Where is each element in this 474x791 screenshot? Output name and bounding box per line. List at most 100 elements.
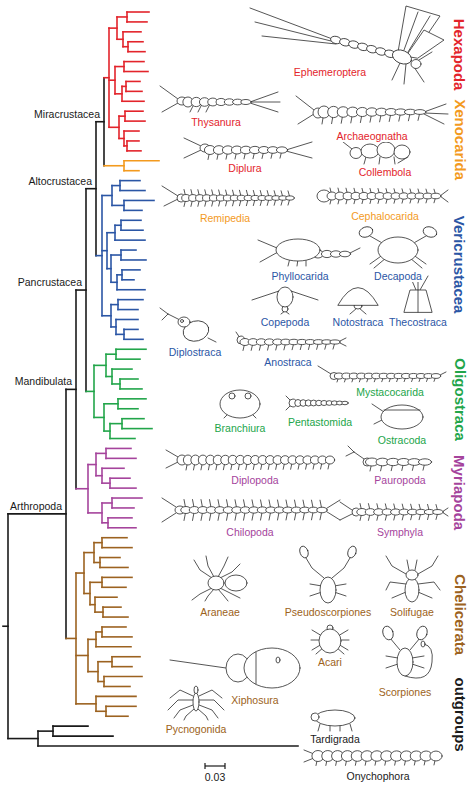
tardigrade-sketch: [311, 710, 355, 731]
tree-branch: [106, 376, 112, 378]
tree-branch: [95, 596, 117, 598]
tree-branch: [96, 710, 106, 712]
tree-branch: [84, 552, 94, 554]
tree-branch: [118, 408, 138, 410]
tree-branch: [94, 597, 96, 612]
label-slot: Scorpiones: [378, 686, 433, 698]
sketch-shape: [422, 225, 439, 239]
tree-branch: [127, 21, 147, 23]
tree-branch: [96, 121, 104, 123]
sketch-shape: [433, 510, 443, 515]
tree-branch: [88, 671, 98, 673]
sketch-line: [198, 709, 208, 720]
tree-branch: [105, 706, 107, 716]
notostracan-sketch: [338, 288, 378, 315]
tree-branch: [53, 725, 88, 727]
sketch-shape: [244, 648, 300, 688]
tree-branch: [76, 655, 88, 657]
spider-sketch: [192, 556, 247, 601]
tree-branch: [106, 458, 136, 460]
taxon-name: Pentastomida: [287, 416, 353, 428]
pauropod-sketch: [346, 446, 432, 471]
tree-branch: [109, 478, 111, 488]
taxon-name: Anostraca: [263, 356, 312, 368]
sketch-line: [162, 314, 168, 320]
label-slot: Collembola: [358, 166, 413, 178]
tree-branch: [96, 696, 136, 698]
taxon-name: Tardigrada: [309, 733, 361, 745]
sketch-shape: [390, 47, 413, 67]
tree-branch: [87, 465, 89, 513]
label-slot: Miracrustacea: [33, 108, 101, 120]
clade-name: Chelicerata: [451, 575, 468, 656]
tree-branch: [124, 61, 144, 63]
tree-branch: [37, 731, 39, 746]
tongueworm-sketch: [286, 396, 348, 410]
tree-branch: [76, 289, 86, 291]
tree-branch: [110, 487, 136, 489]
sketch-shape: [431, 193, 441, 199]
tree-branch: [112, 666, 132, 668]
sketch-line: [386, 556, 406, 574]
tree-branch: [95, 611, 103, 613]
tree-branch: [111, 498, 113, 508]
sketch-line: [384, 410, 420, 411]
tree-branch: [95, 632, 97, 647]
sketch-shape: [358, 225, 375, 239]
label-slot: Pycnogonida: [165, 723, 228, 735]
taxon-name: Diplopoda: [230, 474, 279, 486]
tree-branch: [115, 93, 122, 95]
sketch-shape: [220, 390, 260, 418]
tree-branch: [122, 279, 134, 281]
scale-value: 0.03: [204, 771, 226, 783]
sketch-shape: [286, 196, 295, 200]
tree-branch: [93, 365, 95, 417]
sketch-line: [379, 157, 380, 164]
tree-branch: [112, 368, 132, 370]
label-slot: Copepoda: [260, 316, 310, 328]
tree-branch: [76, 703, 96, 705]
tree-branch: [121, 419, 123, 429]
symphylan-sketch: [340, 502, 448, 521]
tree-branch: [124, 111, 126, 121]
tree-branch: [96, 631, 102, 633]
taxon-name: Collembola: [358, 166, 413, 178]
tree-branch: [98, 661, 112, 663]
sketch-line: [424, 113, 448, 114]
label-slot: Thysanura: [190, 116, 242, 128]
taxon-name: Decapoda: [373, 270, 423, 282]
tree-branch: [102, 522, 108, 524]
sketch-shape: [338, 288, 378, 306]
tree-branch: [111, 281, 117, 283]
tree-branch: [115, 349, 117, 359]
tree-branch: [102, 315, 111, 317]
label-slot: Archaeognatha: [335, 130, 408, 142]
tree-branch: [102, 537, 127, 539]
tree-branch: [90, 582, 102, 584]
sketch-shape: [414, 110, 426, 115]
label-slot: outgroups: [451, 678, 468, 752]
sketch-line: [412, 656, 424, 658]
sketch-line: [386, 582, 406, 590]
sketch-line: [162, 498, 176, 507]
sketch-line: [390, 638, 400, 650]
tree-branch: [125, 110, 143, 112]
tree-branch: [102, 482, 110, 484]
sketch-shape: [311, 713, 319, 721]
sketch-shape: [406, 570, 418, 580]
tree-branch: [121, 270, 123, 280]
tree-branch: [109, 27, 117, 29]
taxon-name: Acari: [317, 656, 343, 668]
sketch-line: [199, 705, 218, 718]
sketch-line: [298, 114, 314, 124]
sketch-line: [250, 103, 278, 112]
label-slot: Diplostraca: [168, 346, 223, 358]
tree-branch: [120, 388, 142, 390]
sketch-line: [415, 560, 417, 570]
sketch-shape: [277, 287, 293, 307]
tree-branch: [102, 577, 132, 579]
sketch-line: [208, 338, 216, 342]
tree-branch: [115, 239, 145, 241]
sketch-line: [424, 104, 446, 112]
